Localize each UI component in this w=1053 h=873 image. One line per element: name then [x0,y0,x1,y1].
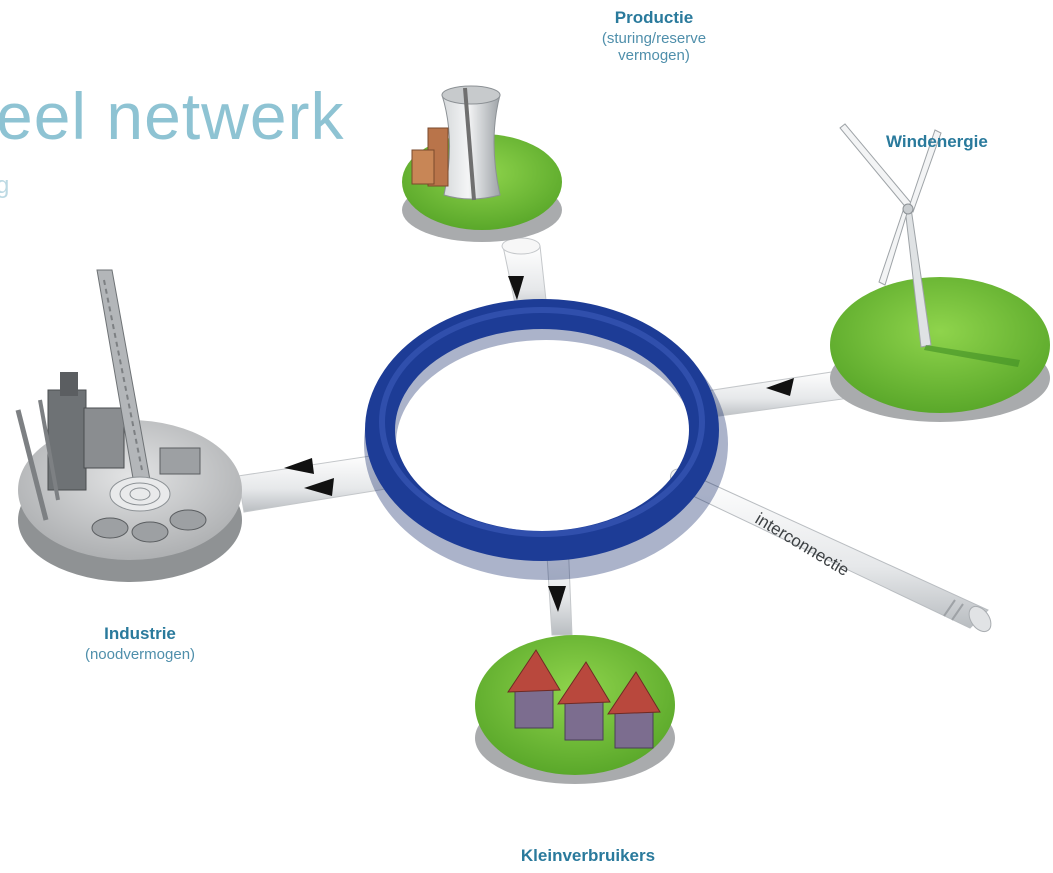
kleinverbruikers-title: Kleinverbruikers [520,846,656,865]
arrow-ring-to-industrie [284,458,314,474]
node-kleinverbruikers [475,635,675,784]
windenergie-title: Windenergie [886,132,988,151]
node-productie [402,85,562,242]
arrow-ring-to-kleinverbruikers [548,586,566,612]
house-3 [607,671,661,749]
industrie-subtitle: (noodvermogen) [84,646,196,663]
industrie-title: Industrie [104,624,176,643]
node-industrie [15,269,242,582]
arrow-productie-to-ring [508,276,524,300]
diagram-subtitle: g [0,172,10,199]
label-productie: Productie (sturing/reserve vermogen) [554,8,754,64]
label-industrie: Industrie (noodvermogen) [40,624,240,663]
arrow-wind-to-ring [766,378,794,396]
productie-subtitle: (sturing/reserve vermogen) [601,30,707,64]
productie-title: Productie [614,8,694,27]
arrow-industrie-to-ring [304,478,334,496]
node-windenergie [830,123,1050,422]
central-ring [364,299,728,580]
house-1 [507,649,561,729]
house-2 [557,661,611,741]
diagram-title: eel netwerk [0,79,345,153]
